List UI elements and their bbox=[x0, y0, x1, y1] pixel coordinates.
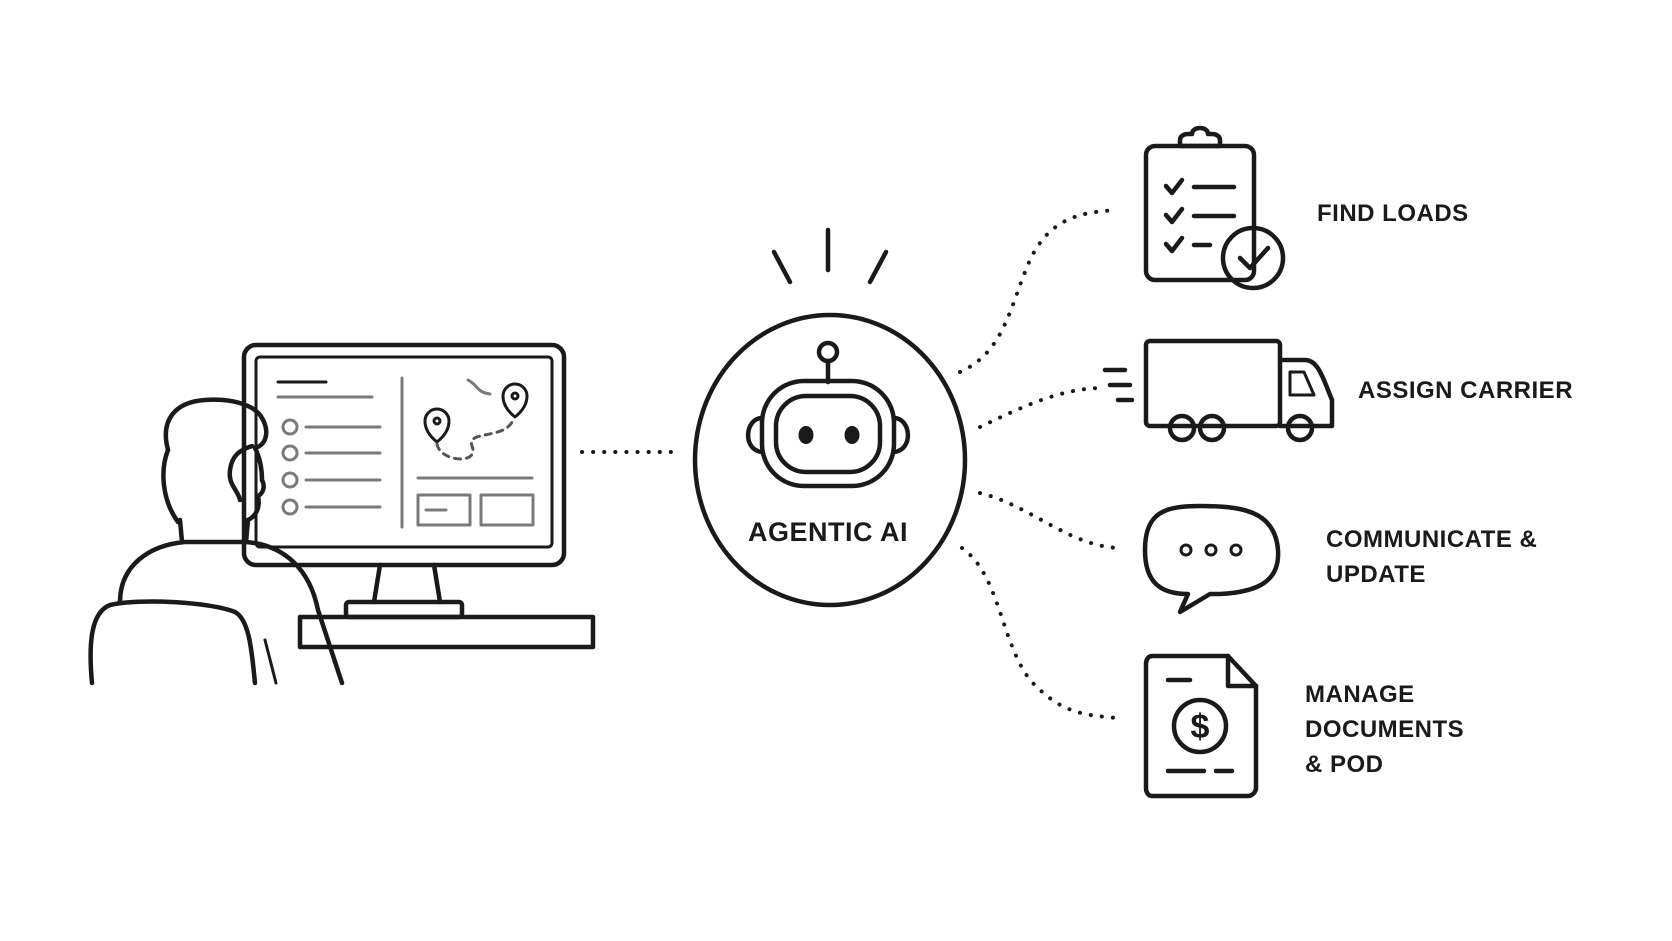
chat-bubble-icon bbox=[1142, 503, 1281, 615]
connector-communicate bbox=[978, 491, 1122, 550]
connector-assign-carrier bbox=[978, 386, 1105, 429]
connector-find-loads bbox=[958, 208, 1120, 374]
person bbox=[88, 397, 345, 686]
task-label-communicate-update: COMMUNICATE & UPDATE bbox=[1326, 526, 1538, 588]
clipboard-checklist-icon bbox=[1143, 125, 1286, 291]
task-label-assign-carrier: ASSIGN CARRIER bbox=[1358, 377, 1574, 404]
task-label-manage-documents: MANAGE DOCUMENTS & POD bbox=[1305, 681, 1465, 778]
signal-rays bbox=[771, 227, 889, 285]
monitor-icon bbox=[241, 342, 567, 620]
person-at-computer-icon bbox=[88, 342, 596, 686]
desk bbox=[297, 614, 596, 650]
map-pin-icon bbox=[423, 407, 451, 444]
task-label-find-loads: FIND LOADS bbox=[1317, 200, 1469, 227]
agentic-ai-hub bbox=[692, 227, 968, 608]
connector-documents bbox=[960, 546, 1120, 720]
truck-icon bbox=[1102, 338, 1335, 443]
invoice-document-icon: $ bbox=[1143, 653, 1259, 799]
agentic-ai-label: AGENTIC AI bbox=[748, 517, 908, 547]
map-pin-icon bbox=[501, 382, 529, 419]
robot-icon bbox=[745, 340, 911, 489]
svg-text:$: $ bbox=[1191, 708, 1210, 746]
monitor-screen-ui bbox=[276, 376, 535, 529]
